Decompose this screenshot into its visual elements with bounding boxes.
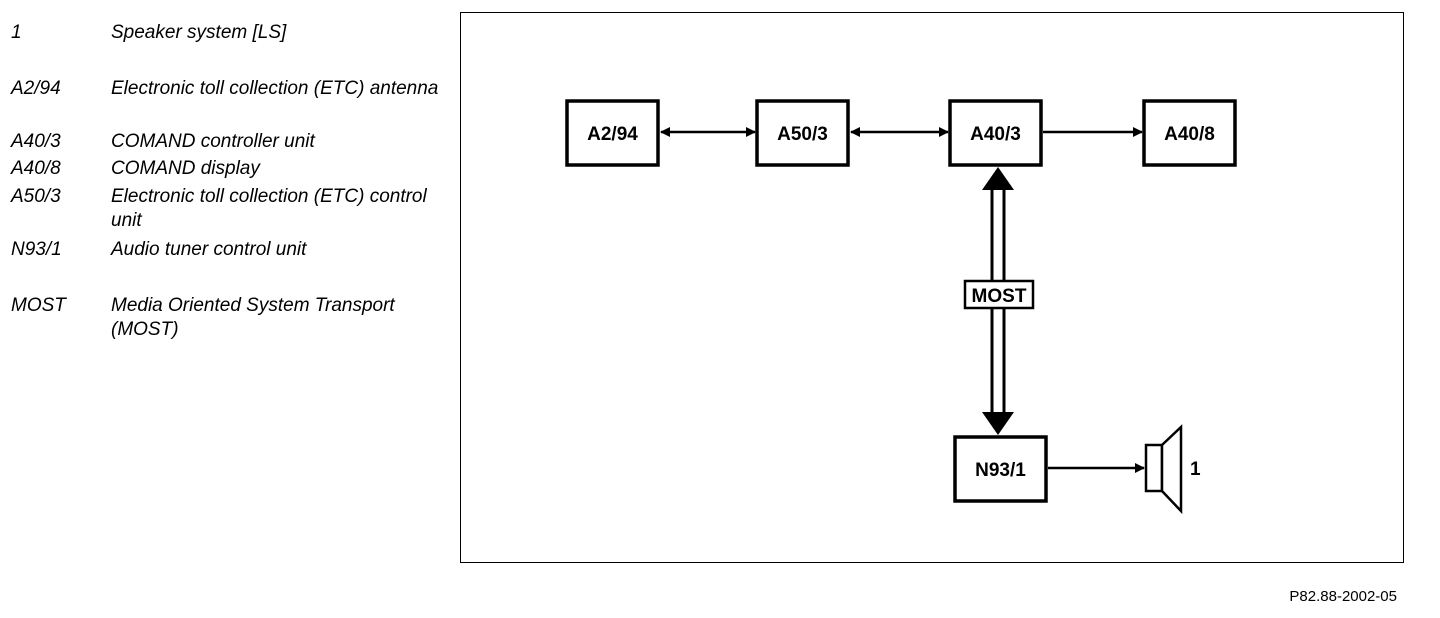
legend-code: A2/94 (11, 78, 61, 99)
speaker-icon (1144, 424, 1183, 515)
legend-desc: Speaker system [LS] (111, 22, 287, 43)
box-a40-8: A40/8 (1142, 99, 1237, 167)
box-label-n93-1: N93/1 (975, 460, 1026, 481)
legend-desc: Electronic toll collection (ETC) antenna (111, 78, 439, 99)
box-a50-3: A50/3 (755, 99, 850, 167)
legend-code: A50/3 (11, 186, 61, 207)
legend-code: 1 (11, 22, 22, 43)
most-bus-label: MOST (972, 286, 1027, 307)
legend: 1 Speaker system [LS] A2/94 Electronic t… (0, 0, 450, 360)
legend-code: N93/1 (11, 239, 62, 260)
diagram-frame (460, 12, 1404, 563)
legend-code: MOST (11, 295, 66, 316)
legend-code: A40/3 (11, 131, 61, 152)
box-label-a40-8: A40/8 (1164, 124, 1215, 145)
box-label-a40-3: A40/3 (970, 124, 1021, 145)
legend-desc: Media Oriented System Transport (MOST) (111, 295, 395, 340)
box-label-a2-94: A2/94 (587, 124, 638, 145)
legend-desc: COMAND display (111, 158, 260, 179)
figure-reference: P82.88-2002-05 (1289, 588, 1397, 605)
legend-desc: COMAND controller unit (111, 131, 315, 152)
legend-desc: Audio tuner control unit (111, 239, 307, 260)
box-n93-1: N93/1 (953, 435, 1048, 503)
box-label-a50-3: A50/3 (777, 124, 828, 145)
most-bus: MOST (963, 167, 1035, 435)
legend-desc: Electronic toll collection (ETC) control… (111, 186, 427, 231)
speaker-label: 1 (1190, 459, 1201, 480)
legend-code: A40/8 (11, 158, 61, 179)
box-a40-3: A40/3 (948, 99, 1043, 167)
box-a2-94: A2/94 (565, 99, 660, 167)
